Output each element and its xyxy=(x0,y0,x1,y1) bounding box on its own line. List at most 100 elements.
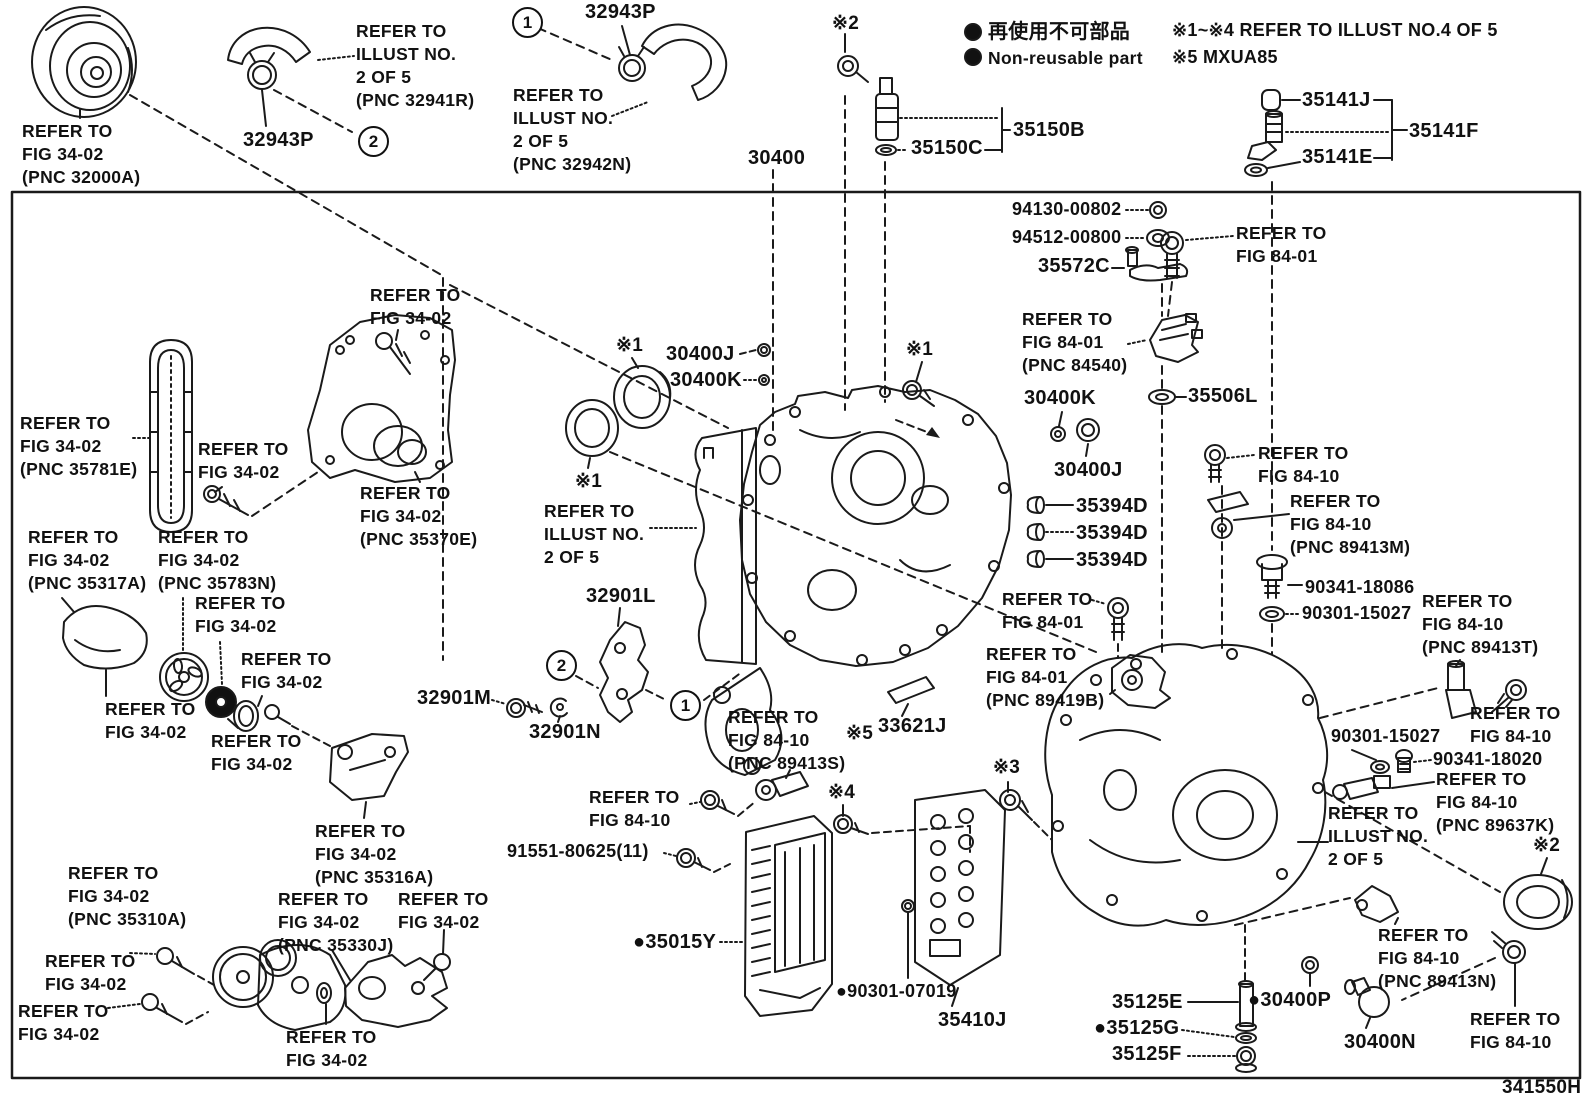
bolt-star1-drawing xyxy=(895,361,940,438)
legend-note-2: ※5 MXUA85 xyxy=(1172,47,1278,67)
nuts-and-lever-drawing xyxy=(1111,201,1189,317)
part-number-35150B: 35150B xyxy=(1013,119,1085,141)
hose-left-drawing xyxy=(129,26,446,278)
switch-89419B-drawing xyxy=(1109,654,1171,709)
ref-illust-center: REFER TO ILLUST NO. 2 OF 5 xyxy=(544,501,645,567)
part-number-35125E: 35125E xyxy=(1112,991,1183,1013)
ref-3402-d: REFER TO FIG 34-02 xyxy=(241,649,332,692)
marker-star1-bolt: ※1 xyxy=(906,339,934,360)
marker-star1-seal-a: ※1 xyxy=(616,335,644,356)
part-number-35394D-2: 35394D xyxy=(1076,522,1148,544)
part-number-35141J: 35141J xyxy=(1302,89,1371,111)
ref-3402-35330J: REFER TO FIG 34-02 (PNC 35330J) xyxy=(278,889,394,955)
callout-2-top: 2 xyxy=(358,126,389,157)
ref-3402-j: REFER TO FIG 34-02 xyxy=(286,1027,377,1070)
sprocket-drawing xyxy=(159,597,209,702)
ref-3402-35783N: REFER TO FIG 34-02 (PNC 35783N) xyxy=(158,527,277,593)
oring-15027b-drawing xyxy=(1351,749,1390,774)
ref-8410-bottom-right: REFER TO FIG 84-10 xyxy=(1470,1009,1561,1052)
bolt-bottom-right-drawing xyxy=(1401,931,1526,1007)
ref-3402-f: REFER TO FIG 34-02 xyxy=(211,731,302,774)
transaxle-housing-right-drawing xyxy=(1044,643,1329,927)
lever-35330J-drawing xyxy=(331,929,451,1028)
plate-33621J-drawing xyxy=(887,676,935,717)
ref-3402-c: REFER TO FIG 34-02 xyxy=(195,593,286,636)
ref-3402-i: REFER TO FIG 34-02 xyxy=(18,1001,109,1044)
marker-star2-top: ※2 xyxy=(832,13,860,34)
ref-3402-g: REFER TO FIG 34-02 xyxy=(398,889,489,932)
ref-8410-crank-bolt: REFER TO FIG 84-10 xyxy=(589,787,680,830)
seal-star2-drawing xyxy=(1324,791,1573,930)
part-number-94130-00802: 94130-00802 xyxy=(1012,199,1122,219)
tube-35125-drawing xyxy=(1181,924,1257,1073)
callout-1-top: 1 xyxy=(512,7,543,38)
ref-8410-89413M: REFER TO FIG 84-10 (PNC 89413M) xyxy=(1290,491,1411,557)
part-number-32943P-left: 32943P xyxy=(243,129,314,151)
plug-30400P-N-drawing xyxy=(1301,956,1390,1029)
legend-dots xyxy=(964,23,982,66)
chain-drawing xyxy=(132,339,193,533)
part-number-32901M: 32901M xyxy=(417,687,492,709)
part-number-33621J: 33621J xyxy=(878,715,947,737)
torque-converter-drawing xyxy=(31,6,137,119)
part-number-30400: 30400 xyxy=(748,147,806,169)
ref-8410-89413S: REFER TO FIG 84-10 (PNC 89413S) xyxy=(728,707,846,773)
bolt-8401-bottom-drawing xyxy=(1091,597,1129,659)
breather-plug-drawing xyxy=(739,343,771,386)
ref-3402-35317A: REFER TO FIG 34-02 (PNC 35317A) xyxy=(28,527,147,593)
bolt-91551-drawing xyxy=(663,848,731,873)
sensor-89413M-drawing xyxy=(1207,491,1290,539)
ref-3402-chain-bolt: REFER TO FIG 34-02 xyxy=(198,439,289,482)
ecu-35015Y-drawing xyxy=(719,815,833,1017)
ref-8410-bolt: REFER TO FIG 84-10 xyxy=(1258,443,1349,486)
part-number-90341-18020: 90341-18020 xyxy=(1433,749,1543,769)
part-number-35572C: 35572C xyxy=(1038,255,1110,277)
part-number-30400P: ●30400P xyxy=(1248,989,1332,1011)
ref-8401-top: REFER TO FIG 84-01 xyxy=(1236,223,1327,266)
marker-star5: ※5 xyxy=(846,723,874,744)
part-number-90301-15027-b: 90301-15027 xyxy=(1331,726,1441,746)
ref-8401-89419B: REFER TO FIG 84-01 (PNC 89419B) xyxy=(986,644,1105,710)
ref-8410-89413N: REFER TO FIG 84-10 (PNC 89413N) xyxy=(1378,925,1497,991)
cover-35317A-drawing xyxy=(61,597,148,697)
ref-8410-89637K: REFER TO FIG 84-10 (PNC 89637K) xyxy=(1436,769,1555,835)
part-number-32901L: 32901L xyxy=(586,585,656,607)
plug-30400-right-drawing xyxy=(1050,411,1100,457)
bolt-8401-top-drawing xyxy=(1160,231,1234,317)
part-number-90301-15027-a: 90301-15027 xyxy=(1302,603,1412,623)
ref-3402-h: REFER TO FIG 34-02 xyxy=(45,951,136,994)
diagram-border xyxy=(10,190,1582,1080)
part-number-35506L: 35506L xyxy=(1188,385,1258,407)
part-number-35015Y: ●35015Y xyxy=(633,931,717,953)
bolt-star4-drawing xyxy=(833,804,971,853)
ref-illust-right: REFER TO ILLUST NO. 2 OF 5 xyxy=(1328,803,1429,869)
oil-seals-drawing xyxy=(565,357,1097,653)
figure-number: 341550H xyxy=(1502,1077,1582,1098)
part-number-30400N: 30400N xyxy=(1344,1031,1416,1053)
plug-18086-drawing xyxy=(1256,554,1303,599)
part-number-91551-80625: 91551-80625(11) xyxy=(507,841,649,861)
oring-pump-drawing xyxy=(316,982,332,1025)
marker-star4: ※4 xyxy=(828,782,856,803)
legend-non-reusable-jp: 再使用不可部品 xyxy=(988,21,1131,43)
ref-torque-converter: REFER TO FIG 34-02 (PNC 32000A) xyxy=(22,121,141,187)
callout-2-mid: 2 xyxy=(546,650,577,681)
part-number-35141E: 35141E xyxy=(1302,146,1373,168)
bolt-chain-drawing xyxy=(203,471,319,517)
oring-07019-drawing xyxy=(901,899,915,979)
bolt-star3-drawing xyxy=(999,781,1053,841)
washer-35506L-drawing xyxy=(1148,389,1187,657)
marker-star2-seal: ※2 xyxy=(1533,835,1561,856)
ref-3402-35310A: REFER TO FIG 34-02 (PNC 35310A) xyxy=(68,863,187,929)
ref-3402-e: REFER TO FIG 34-02 xyxy=(105,699,196,742)
plate-35316A-drawing xyxy=(329,733,409,819)
ref-3402-35316A: REFER TO FIG 34-02 (PNC 35316A) xyxy=(315,821,434,887)
ref-hose-32941R: REFER TO ILLUST NO. 2 OF 5 (PNC 32941R) xyxy=(356,21,475,110)
part-number-30400J-right: 30400J xyxy=(1054,459,1123,481)
transaxle-case-drawing xyxy=(694,385,1012,776)
cup-plugs-35394D-drawing xyxy=(1026,496,1074,568)
seal-retainer-bolt-drawing xyxy=(205,641,331,747)
sensor-89413N-drawing xyxy=(1234,885,1399,926)
